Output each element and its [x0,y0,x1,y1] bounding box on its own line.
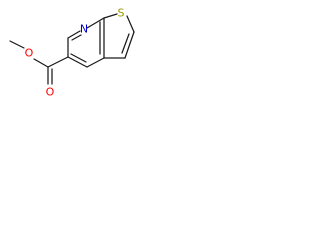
bond-c5-ccarbonyl [47,56,69,68]
sulfur-label: S [118,7,125,20]
bond-c2-c3-inner [121,33,130,54]
bond-c2-c3 [124,31,135,59]
bond-c4-c5 [67,56,88,68]
atom-label-ester-oxygen: O [25,47,34,60]
thiophene-ring [103,13,135,59]
bond-c6-n-inner [71,34,82,41]
bond-c3a-c4 [86,57,105,68]
bond-s-c2 [126,15,135,33]
bond-n-c7a [86,17,105,29]
bond-oester-methyl [9,40,25,49]
carbonyl-oxygen-label: O [46,86,55,99]
atom-label-sulfur: S [118,7,125,20]
methyl-ester-group [9,40,69,85]
nitrogen-label: N [80,23,88,36]
ester-oxygen-label: O [25,47,34,60]
bond-c4-c5-inner [70,53,87,63]
atom-label-ring-nitrogen: N [80,23,88,36]
atom-label-carbonyl-oxygen: O [46,86,55,99]
chemical-structure: N S O O [9,7,135,99]
bond-c7a-s [103,13,118,19]
bond-c6-n [67,30,81,39]
bond-ccarbonyl-oester [33,58,49,68]
pyridine-ring [67,17,105,68]
